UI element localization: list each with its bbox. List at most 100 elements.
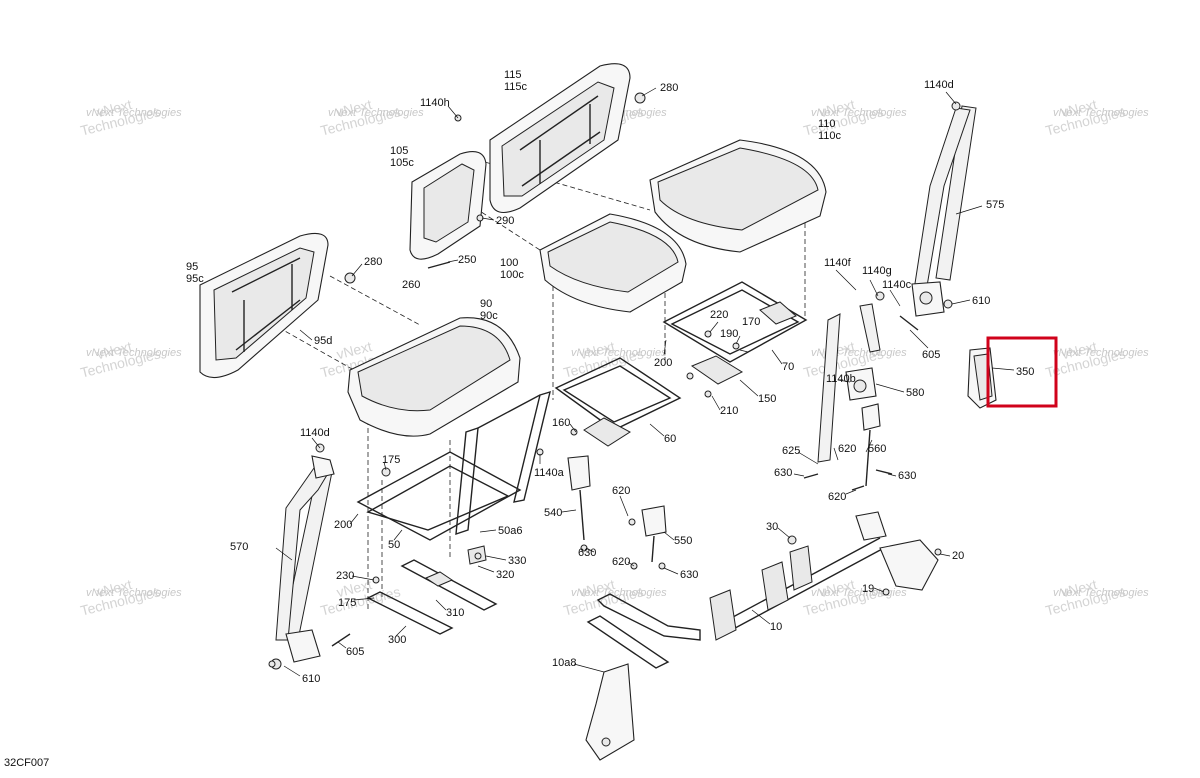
callout-label: 1140h (420, 97, 450, 109)
callout-label: 625 (782, 445, 800, 457)
callout-label: 60 (664, 433, 676, 445)
callout-label: 220 (710, 309, 728, 321)
buckle-550[interactable] (641, 505, 667, 563)
callout-label: 310 (446, 607, 464, 619)
callout-label: 50 (388, 539, 400, 551)
callout-label: 200 (654, 357, 672, 369)
leader-lines (275, 87, 1015, 677)
fasteners (268, 92, 961, 668)
callout-label: 95c (186, 273, 204, 285)
callout-label: 280 (660, 82, 678, 94)
callout-label: 115c (504, 81, 528, 93)
callout-label: 10 (770, 621, 782, 633)
callout-label: 105 (390, 145, 408, 157)
callout-label: 170 (742, 316, 760, 328)
callout-label: 630 (774, 467, 792, 479)
watermark-small: vNext Technologies (571, 587, 667, 599)
seat-frame-50[interactable] (356, 390, 551, 541)
backrest-top-115[interactable] (489, 63, 631, 214)
callout-label: 105c (390, 157, 414, 169)
callout-label: 260 (402, 279, 420, 291)
callout-label: 30 (766, 521, 778, 533)
callout-label: 160 (552, 417, 570, 429)
callout-label: 620 (612, 556, 630, 568)
watermark-small: vNext Technologies (86, 347, 182, 359)
callout-label: 350 (1016, 366, 1034, 378)
callout-label: 70 (782, 361, 794, 373)
seat-slider-frame-60[interactable] (554, 357, 682, 447)
callout-label: 50a6 (498, 525, 522, 537)
callout-label: 620 (828, 491, 846, 503)
callout-label: 610 (972, 295, 990, 307)
diagram-code: 32CF007 (4, 757, 50, 769)
callout-label: 250 (458, 254, 476, 266)
callout-label: 150 (758, 393, 776, 405)
callout-label: 320 (496, 569, 514, 581)
callout-label: 605 (922, 349, 940, 361)
callout-label: 175 (338, 597, 356, 609)
backrest-middle-105[interactable] (409, 151, 487, 260)
callout-label: 95d (314, 335, 332, 347)
callout-label: 550 (674, 535, 692, 547)
panel-350[interactable] (967, 347, 997, 409)
seat-cushion-90[interactable] (347, 317, 521, 437)
callout-label: 610 (302, 673, 320, 685)
callout-label: 630 (898, 470, 916, 482)
callout-label: 300 (388, 634, 406, 646)
watermark-small: vNext Technologies (1053, 587, 1149, 599)
watermark-small: vNext Technologies (571, 347, 667, 359)
buckle-540[interactable] (567, 455, 591, 541)
callout-label: 570 (230, 541, 248, 553)
watermark-small: vNext Technologies (328, 107, 424, 119)
watermark-small: vNext Technologies (811, 107, 907, 119)
callout-label: 200 (334, 519, 352, 531)
callout-label: 630 (578, 547, 596, 559)
callout-label: 100c (500, 269, 524, 281)
callout-label: 1140d (924, 79, 954, 91)
callout-label: 330 (508, 555, 526, 567)
callout-label: 575 (986, 199, 1004, 211)
callout-label: 95 (186, 261, 198, 273)
callout-label: 290 (496, 215, 514, 227)
watermark-small: vNext Technologies (1053, 107, 1149, 119)
callout-label: 210 (720, 405, 738, 417)
callout-label: 1140a (534, 467, 565, 479)
highlight-box (986, 336, 1058, 408)
callout-label: 19 (862, 583, 874, 595)
seat-cushion-100[interactable] (539, 213, 687, 313)
callout-label: 630 (680, 569, 698, 581)
callout-label: 190 (720, 328, 738, 340)
seat-cushion-110[interactable] (649, 139, 827, 253)
watermark-small: vNext Technologies (1053, 347, 1149, 359)
callout-label: 110c (818, 130, 842, 142)
callout-label: 1140f (824, 257, 852, 269)
seatbelt-right-575[interactable] (911, 105, 977, 317)
callout-label: 1140c (882, 279, 912, 291)
callout-label: 1140d (300, 427, 330, 439)
callout-label: 280 (364, 256, 382, 268)
callout-label: 620 (612, 485, 630, 497)
callout-label: 620 (838, 443, 856, 455)
seatbelt-left-570[interactable] (270, 455, 335, 670)
callout-label: 90c (480, 310, 498, 322)
callout-label: 90 (480, 298, 492, 310)
callout-label: 1140b (826, 373, 856, 385)
callout-label: 540 (544, 507, 562, 519)
callout-label: 10a8 (552, 657, 576, 669)
callout-label: 115 (504, 69, 522, 81)
base-frame-10[interactable] (585, 511, 939, 761)
callout-label: 100 (500, 257, 518, 269)
callout-label: 560 (868, 443, 886, 455)
callout-label: 110 (818, 118, 836, 130)
seat-slider-frame-70[interactable] (662, 281, 808, 385)
callout-label: 230 (336, 570, 354, 582)
seatbelt-center-580[interactable] (817, 303, 881, 487)
watermark-small: vNext Technologies (86, 587, 182, 599)
callout-label: 175 (382, 454, 400, 466)
callout-label: 580 (906, 387, 924, 399)
backrest-left-95[interactable] (199, 232, 329, 379)
slide-rails-300-310[interactable] (366, 545, 498, 635)
callout-label: 605 (346, 646, 364, 658)
callout-label: 1140g (862, 265, 892, 277)
